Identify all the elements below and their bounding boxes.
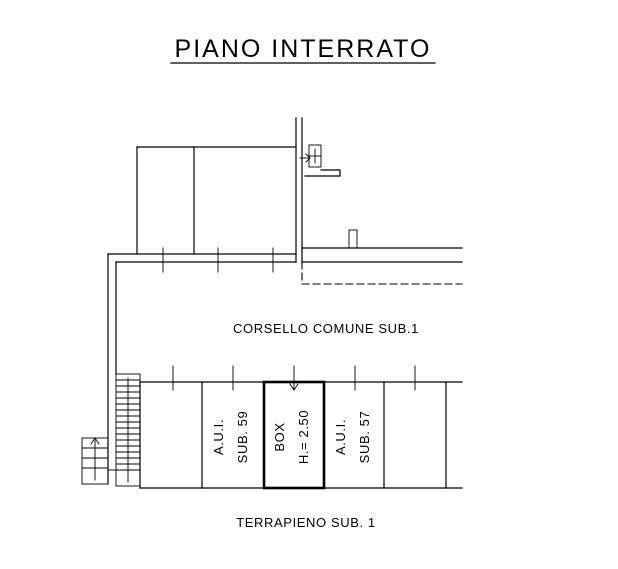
corridor-label: CORSELLO COMUNE SUB.1 xyxy=(233,321,419,336)
upper-left-rooms xyxy=(136,117,303,263)
corridor-boundary xyxy=(107,229,463,485)
left-stair xyxy=(81,373,141,487)
unit-57: A.U.I. SUB. 57 xyxy=(333,411,372,464)
unit-59-line2: SUB. 59 xyxy=(235,411,250,464)
box-unit-line1: BOX xyxy=(272,422,287,451)
unit-57-line2: SUB. 57 xyxy=(357,411,372,464)
box-unit: BOX H.= 2.50 xyxy=(272,410,311,464)
box-unit-line2: H.= 2.50 xyxy=(296,410,311,464)
plan-title: PIANO INTERRATO xyxy=(175,35,432,63)
storage-units xyxy=(139,365,463,490)
unit-57-line1: A.U.I. xyxy=(333,419,348,455)
unit-59-line1: A.U.I. xyxy=(211,419,226,455)
upper-right-stair xyxy=(299,144,341,177)
embankment-label: TERRAPIENO SUB. 1 xyxy=(236,515,376,530)
unit-59: A.U.I. SUB. 59 xyxy=(211,411,250,464)
